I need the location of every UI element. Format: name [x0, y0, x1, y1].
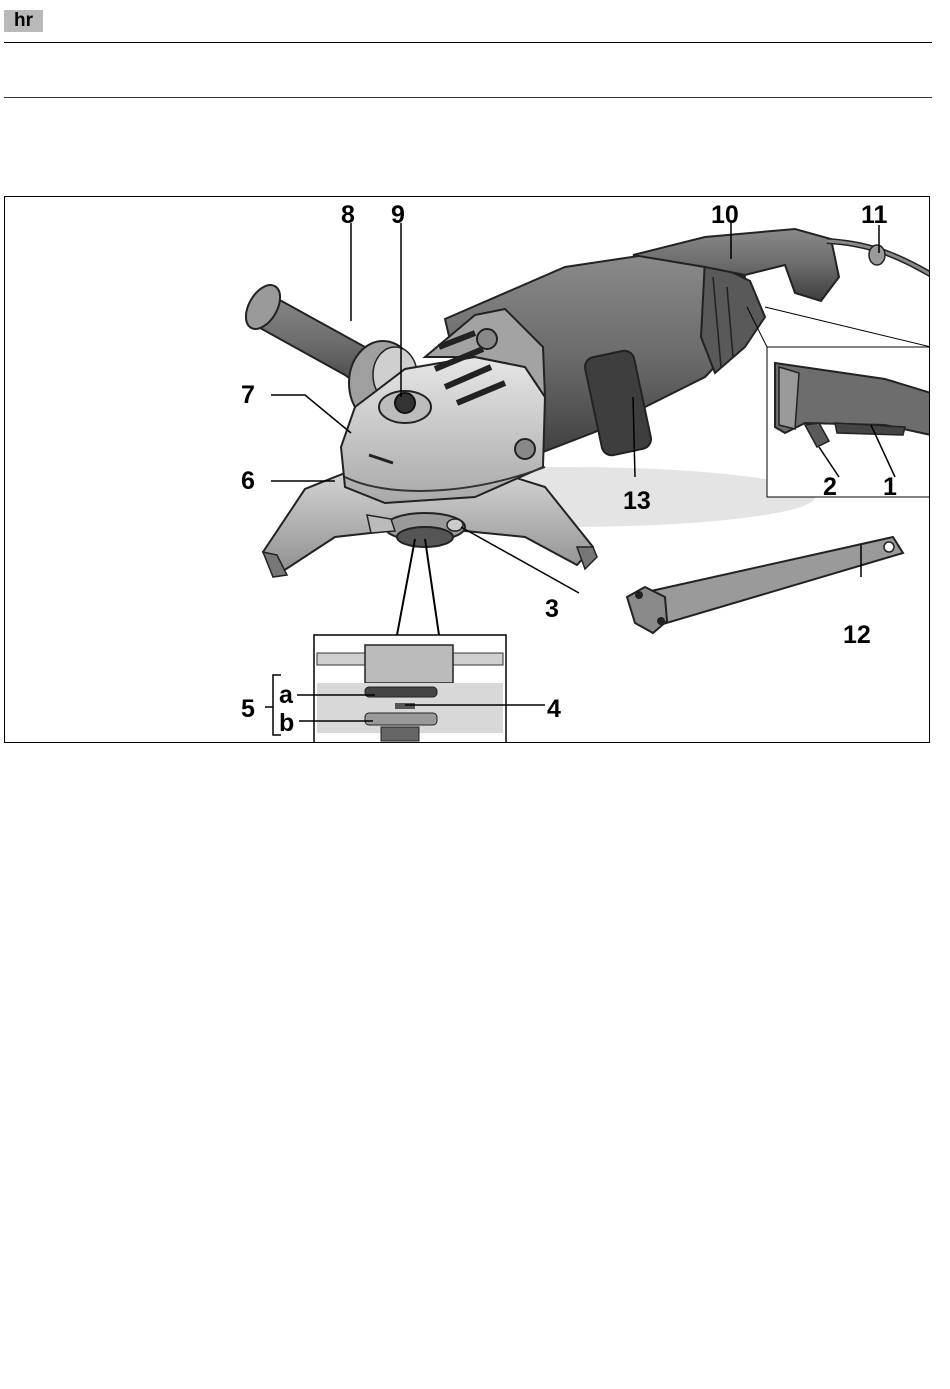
spindle-assembly [367, 513, 465, 547]
callout-11: 11 [861, 201, 888, 229]
callout-13: 13 [623, 487, 651, 515]
callout-8: 8 [341, 201, 355, 229]
callout-a: a [279, 681, 294, 709]
callout-5: 5 [241, 695, 255, 723]
angle-grinder-illustration: 1 2 3 4 5 a b 6 7 8 9 10 11 12 13 [5, 197, 930, 743]
language-tag: hr [4, 10, 43, 32]
callout-4: 4 [547, 695, 561, 723]
callout-7: 7 [241, 381, 255, 409]
switch-detail-inset [747, 307, 930, 497]
header-rule [4, 42, 932, 43]
callout-12: 12 [843, 621, 871, 649]
callout-6: 6 [241, 467, 255, 495]
callout-b: b [279, 709, 294, 737]
gear-head [341, 309, 545, 503]
callout-3: 3 [545, 595, 559, 623]
angle-grinder-figure: 1 2 3 4 5 a b 6 7 8 9 10 11 12 13 [4, 196, 930, 743]
flange-detail-inset [314, 539, 506, 743]
callout-2: 2 [823, 473, 837, 501]
section-rule [4, 97, 932, 98]
callout-9: 9 [391, 201, 405, 229]
callout-10: 10 [711, 201, 739, 229]
callout-1: 1 [883, 473, 897, 501]
